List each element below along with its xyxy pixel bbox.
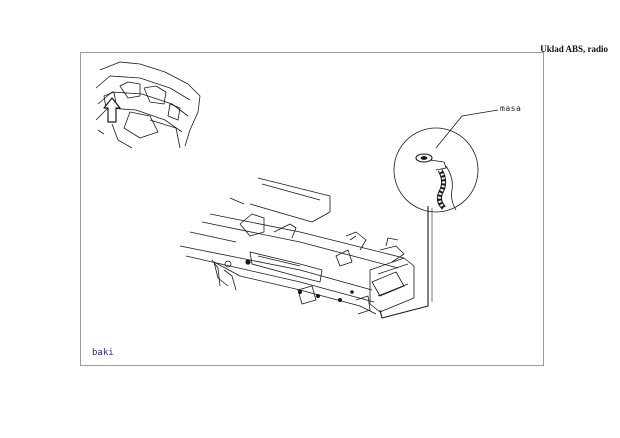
ground-cable [379,206,433,319]
diagram-frame [80,52,544,366]
dashboard-inset-view [95,61,201,149]
location-label: baki [92,348,114,358]
page-title: Uklad ABS, radio [540,44,608,54]
callout-label-masa: masa [500,104,522,113]
ground-point-detail [393,127,479,213]
cross-car-beam [179,177,415,315]
callout-leader-line [435,109,499,149]
